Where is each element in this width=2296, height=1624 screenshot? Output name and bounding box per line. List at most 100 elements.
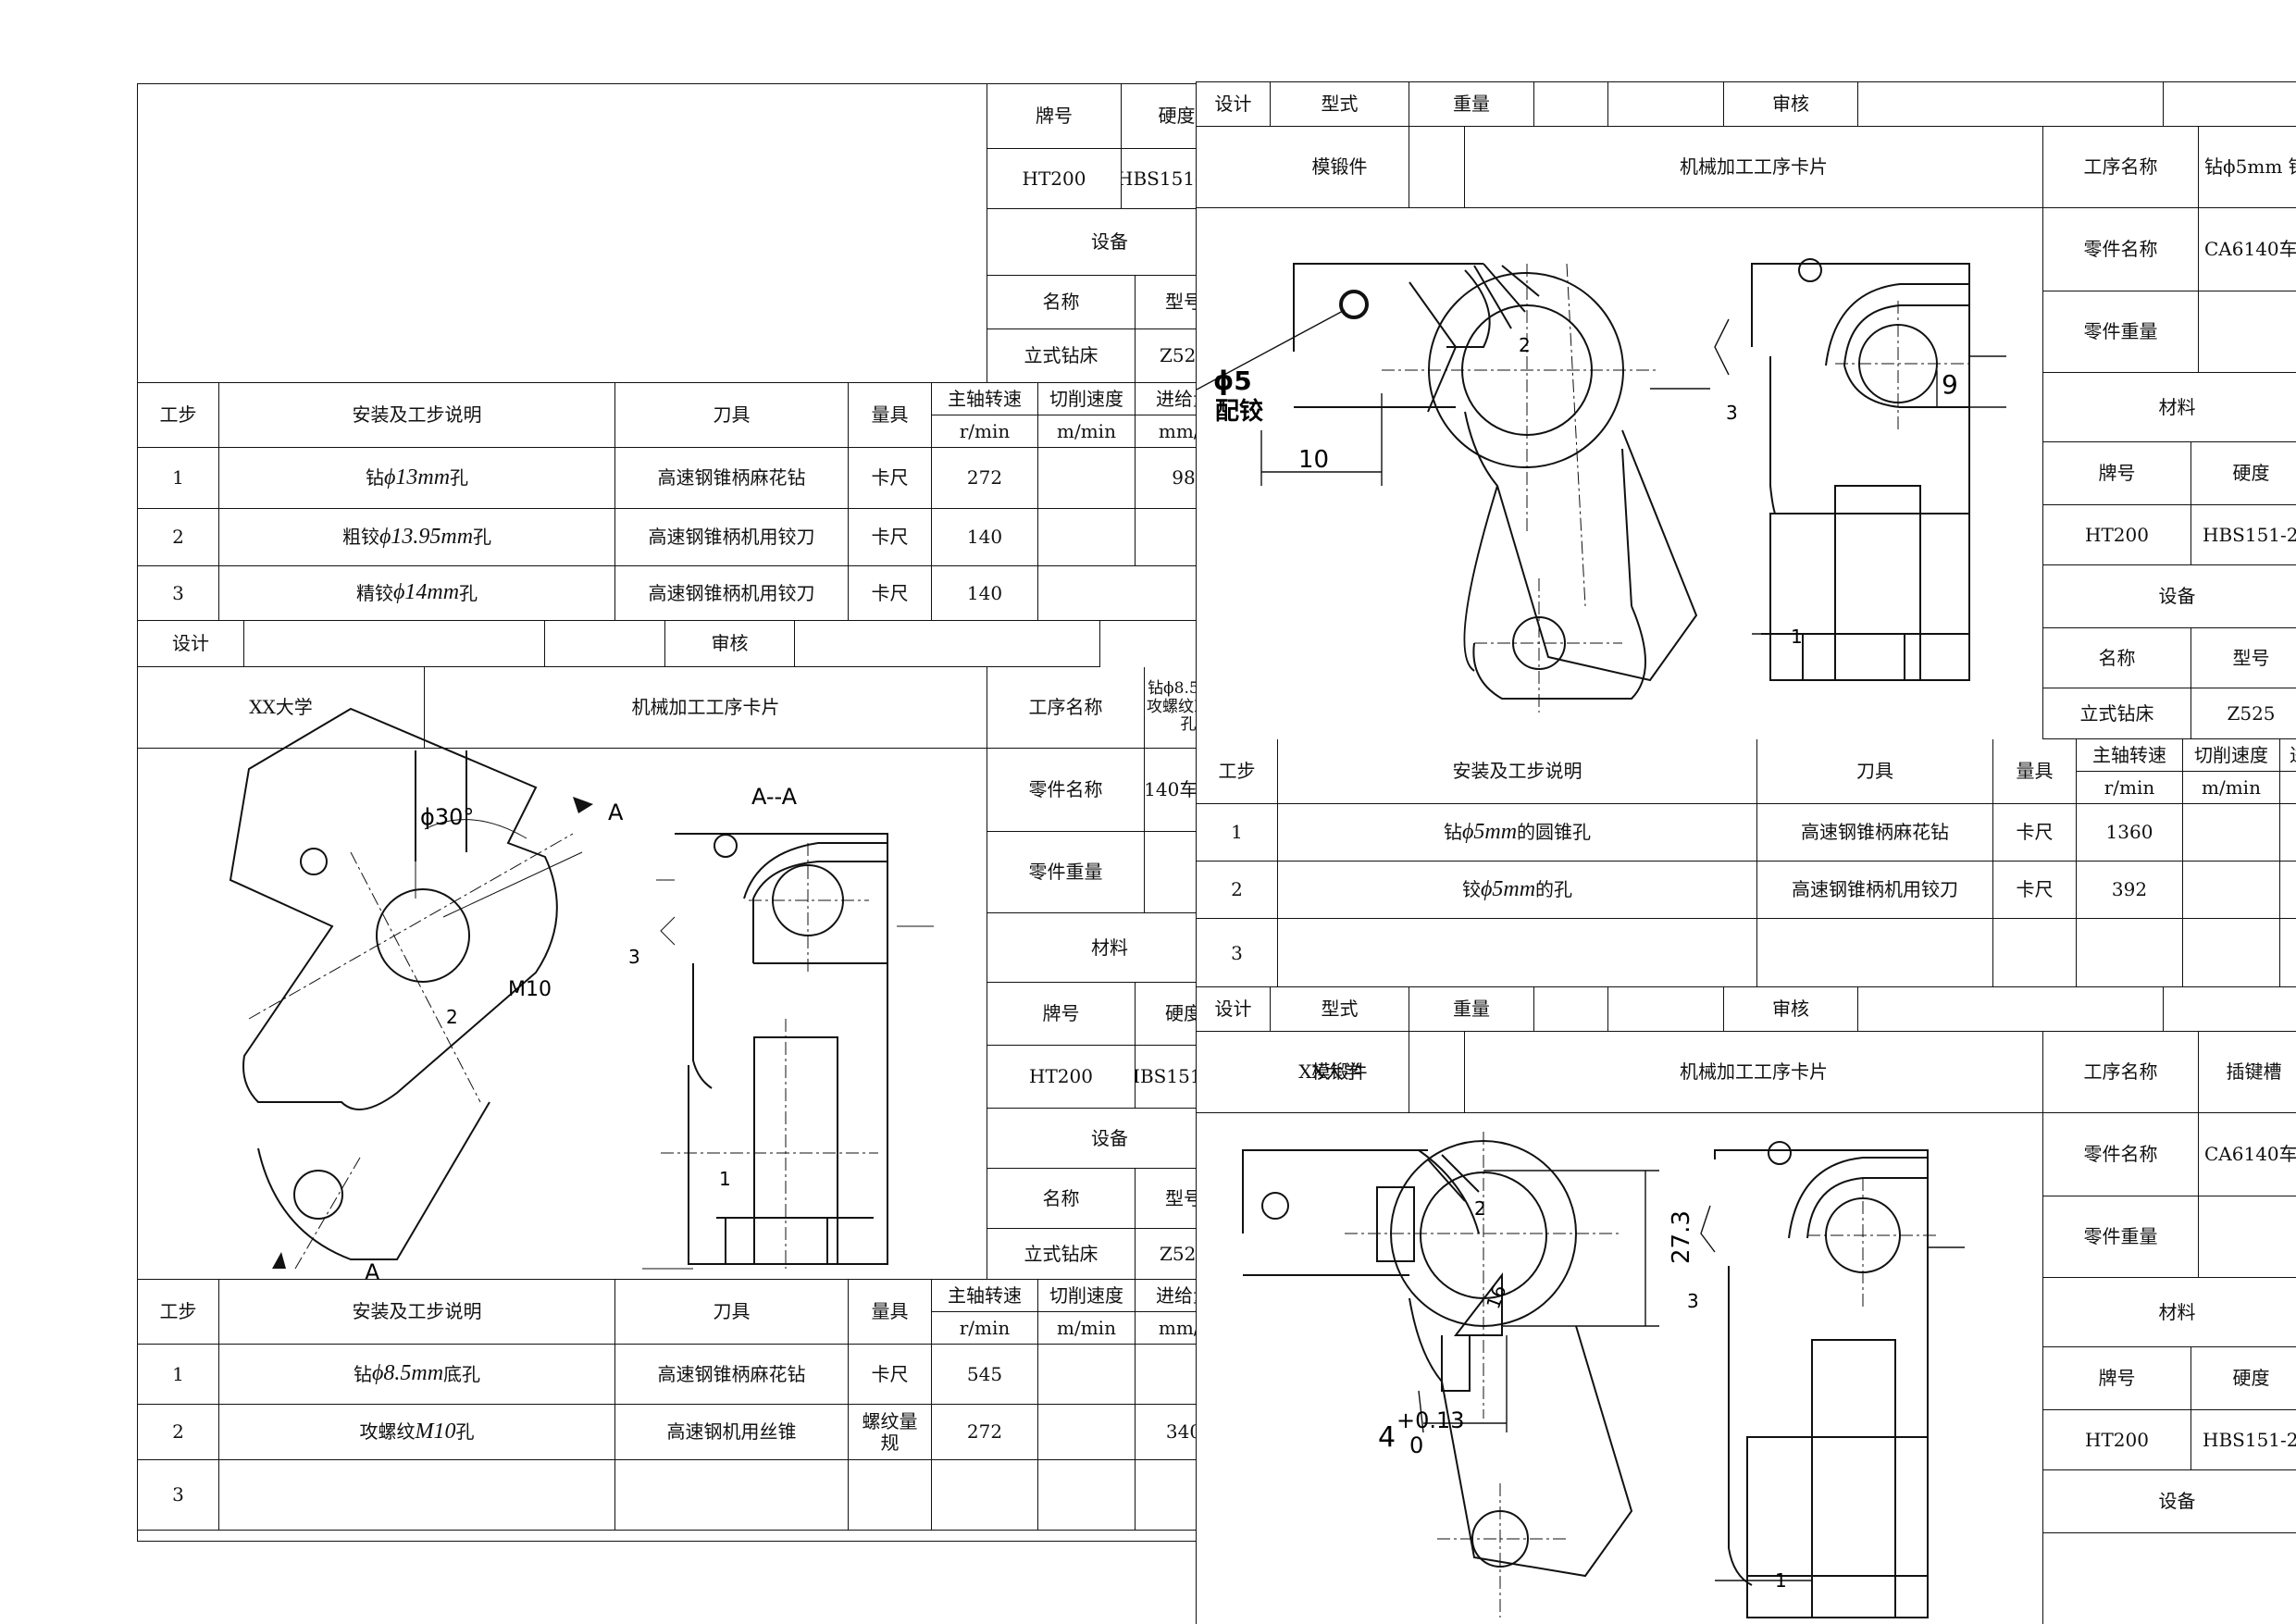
dia5-label: ϕ5 <box>1213 366 1252 396</box>
designer-label: 设计 <box>1197 82 1271 127</box>
card-title: 机械加工工序卡片 <box>425 667 987 749</box>
step-cut <box>1038 448 1136 509</box>
step-rpm: 545 <box>932 1345 1038 1405</box>
surface-1: 1 <box>1791 626 1803 648</box>
step-no: 1 <box>138 1345 219 1405</box>
part-weight-label: 零件重量 <box>987 832 1145 913</box>
col-step: 工步 <box>138 383 219 448</box>
part-name-value: CA6140车床手柄座 <box>2199 208 2296 291</box>
step-feed <box>1136 509 1230 566</box>
reviewer-label: 审核 <box>1724 987 1858 1032</box>
brand-label: 牌号 <box>2043 442 2191 505</box>
weight-label: 重量 <box>1409 82 1534 127</box>
equip-model-label: 型号 <box>1136 276 1230 329</box>
equip-name-value: 立式钻床 <box>987 329 1136 383</box>
designer-value <box>244 621 545 667</box>
equip-model-value: Z525 <box>2191 688 2296 739</box>
surface-2: 2 <box>446 1006 458 1028</box>
step-gauge: 卡尺 <box>849 448 932 509</box>
process-name-label: 工序名称 <box>2043 1032 2199 1113</box>
part-weight-label: 零件重量 <box>2043 1196 2199 1278</box>
surface-1: 1 <box>1775 1569 1787 1592</box>
hardness-label: 硬度 <box>1122 84 1230 149</box>
unit-rpm: r/min <box>932 415 1038 448</box>
dia: ϕ13mm <box>383 465 451 490</box>
surface-3: 3 <box>1726 402 1738 424</box>
step-rpm: 272 <box>932 1405 1038 1460</box>
blank-cell <box>1608 82 1724 127</box>
blank-form: 模锻件 <box>1271 1032 1409 1113</box>
pin-label: 配铰 <box>1215 397 1263 426</box>
brand-label: 牌号 <box>987 983 1136 1046</box>
reviewer-label: 审核 <box>665 621 795 667</box>
unit-mmin: m/min <box>2183 772 2280 804</box>
col-gauge: 量具 <box>849 383 932 448</box>
step-no: 3 <box>1197 919 1278 988</box>
hardness-label: 硬度 <box>1136 983 1230 1046</box>
col-gauge: 量具 <box>1993 739 2077 804</box>
step-no: 2 <box>138 1405 219 1460</box>
step-tool: 高速钢锥柄麻花钻 <box>615 448 849 509</box>
step-feed: 136 <box>2280 804 2296 862</box>
process-name-value: 插键槽 <box>2199 1032 2296 1113</box>
brand-value: HT200 <box>2043 1410 2191 1470</box>
step-gauge <box>1993 919 2077 988</box>
weight-label: 重量 <box>1409 987 1534 1032</box>
step-cut <box>2183 804 2280 862</box>
equip-name-label: 名称 <box>987 276 1136 329</box>
drawing-area <box>138 84 987 383</box>
step-cut <box>2183 919 2280 988</box>
col-tool: 刀具 <box>615 383 849 448</box>
step-feed <box>1136 1460 1230 1531</box>
step-rpm: 272 <box>932 448 1038 509</box>
school-name: XX大学 <box>138 667 425 749</box>
equip-name-label: 名称 <box>2043 628 2191 688</box>
part-weight-value <box>2199 291 2296 373</box>
surface-2: 2 <box>1519 334 1531 356</box>
col-cutspeed: 切削速度 <box>1038 1280 1136 1312</box>
step-cut <box>1038 1405 1136 1460</box>
dia: ϕ13.95mm <box>379 524 474 549</box>
part-name-label: 零件名称 <box>987 749 1145 832</box>
equip-model-label: 型号 <box>1136 1169 1230 1229</box>
drawing-area <box>138 749 987 1280</box>
surface-2: 2 <box>1474 1197 1486 1220</box>
unit-mmin: m/min <box>1038 1312 1136 1345</box>
material-label: 材料 <box>2043 1278 2296 1347</box>
col-feed: 进给量 <box>2280 739 2296 772</box>
tol-upper: +0.13 <box>1396 1407 1465 1433</box>
section-marker-top: A <box>608 800 624 825</box>
col-step: 工步 <box>1197 739 1278 804</box>
step-gauge: 卡尺 <box>849 509 932 566</box>
dia: ϕ5mm <box>1461 819 1518 844</box>
blank-cell <box>545 621 665 667</box>
brand-value: HT200 <box>987 149 1122 209</box>
surface-3: 3 <box>628 946 640 968</box>
dia: M10 <box>415 1419 456 1444</box>
equip-name-value: 立式钻床 <box>2043 688 2191 739</box>
step-rpm: 140 <box>932 509 1038 566</box>
card-d-drawing: 27.3 16 4 +0.13 0 2 3 1 <box>1242 1132 1965 1618</box>
blank-cell <box>1608 987 1724 1032</box>
step-desc <box>1278 919 1757 988</box>
type-label: 型式 <box>1271 987 1409 1032</box>
hardness-value: HBS151-229 <box>2191 1410 2296 1470</box>
col-step: 工步 <box>138 1280 219 1345</box>
dia: ϕ14mm <box>392 580 460 605</box>
surface-1: 1 <box>719 1168 731 1190</box>
reviewer-label: 审核 <box>1724 82 1858 127</box>
equipment-label: 设备 <box>2043 1470 2296 1533</box>
step-gauge: 卡尺 <box>1993 804 2077 862</box>
tol-lower: 0 <box>1409 1432 1423 1458</box>
col-spindle: 主轴转速 <box>932 1280 1038 1312</box>
step-gauge <box>849 1460 932 1531</box>
step-tool <box>615 1460 849 1531</box>
dia: ϕ5mm <box>1480 876 1536 901</box>
section-title: A--A <box>751 784 798 810</box>
type-label: 型式 <box>1271 82 1409 127</box>
step-tool: 高速钢锥柄机用铰刀 <box>615 509 849 566</box>
